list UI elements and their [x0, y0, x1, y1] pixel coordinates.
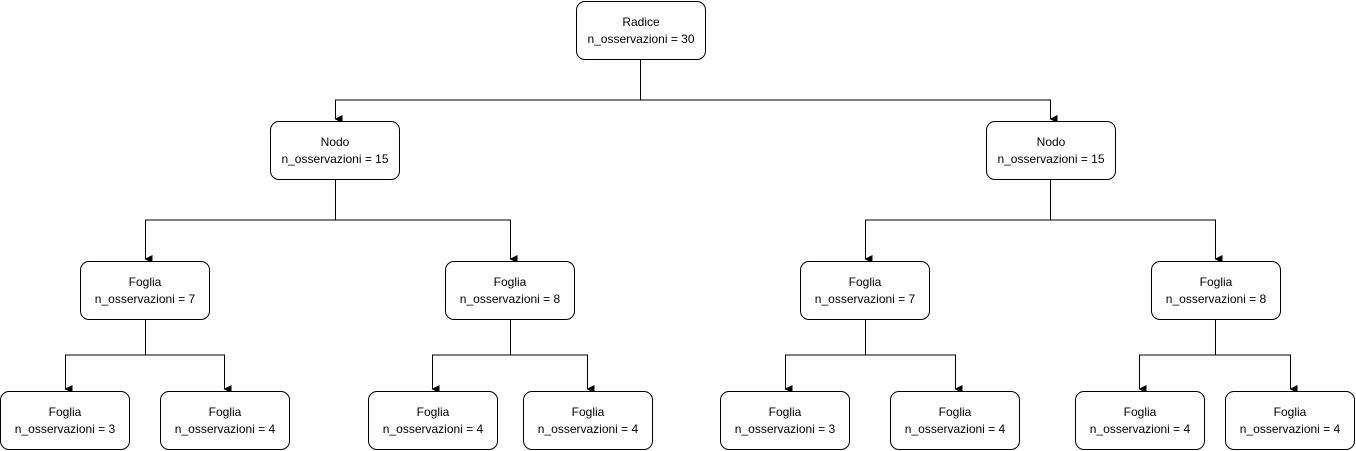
edge-l-leaf7-to-leaf-3	[64, 320, 146, 393]
leaf-node: Foglia n_osservazioni = 3	[720, 391, 850, 450]
right-internal-node: Nodo n_osservazioni = 15	[986, 121, 1116, 180]
node-title: Foglia	[208, 404, 242, 419]
leaf-node: Foglia n_osservazioni = 4	[160, 391, 290, 450]
edge-r-leaf7-to-leaf-3	[784, 320, 866, 393]
node-title: Foglia	[848, 274, 882, 289]
edge-right-node-to-leaf-7	[864, 180, 1051, 263]
leaf-node: Foglia n_osservazioni = 4	[890, 391, 1020, 450]
node-title: Foglia	[416, 404, 450, 419]
right-right-leaf-node: Foglia n_osservazioni = 8	[1151, 261, 1281, 320]
leaf-node: Foglia n_osservazioni = 4	[523, 391, 653, 450]
node-count: n_osservazioni = 4	[904, 421, 1006, 436]
node-title: Foglia	[1273, 404, 1307, 419]
edge-l-leaf8-to-leaf-4a	[431, 320, 511, 393]
node-title: Nodo	[1036, 134, 1066, 149]
node-count: n_osservazioni = 15	[997, 151, 1105, 166]
node-count: n_osservazioni = 7	[814, 291, 916, 306]
left-right-leaf-node: Foglia n_osservazioni = 8	[445, 261, 575, 320]
node-count: n_osservazioni = 7	[94, 291, 196, 306]
edge-root-to-right-node	[640, 99, 1058, 123]
edge-r-leaf8-to-leaf-4a	[1138, 320, 1216, 393]
edge-l-leaf8-to-leaf-4b	[510, 354, 595, 393]
node-count: n_osservazioni = 4	[537, 421, 639, 436]
left-left-leaf-node: Foglia n_osservazioni = 7	[80, 261, 210, 320]
node-count: n_osservazioni = 4	[174, 421, 276, 436]
root-node: Radice n_osservazioni = 30	[576, 1, 706, 60]
node-title: Foglia	[48, 404, 82, 419]
node-title: Foglia	[571, 404, 605, 419]
edge-root-to-left-node	[334, 60, 641, 123]
node-title: Foglia	[1123, 404, 1157, 419]
right-left-leaf-node: Foglia n_osservazioni = 7	[800, 261, 930, 320]
edge-left-node-to-leaf-8	[335, 219, 518, 263]
left-internal-node: Nodo n_osservazioni = 15	[270, 121, 400, 180]
edge-r-leaf8-to-leaf-4b	[1215, 354, 1298, 393]
edge-l-leaf7-to-leaf-4	[145, 354, 232, 393]
node-title: Foglia	[493, 274, 527, 289]
leaf-node: Foglia n_osservazioni = 3	[0, 391, 130, 450]
node-title: Radice	[622, 14, 660, 29]
edge-left-node-to-leaf-7	[144, 180, 336, 263]
node-title: Foglia	[938, 404, 972, 419]
leaf-node: Foglia n_osservazioni = 4	[1225, 391, 1355, 450]
node-title: Foglia	[768, 404, 802, 419]
edge-r-leaf7-to-leaf-4	[865, 354, 963, 393]
node-count: n_osservazioni = 4	[382, 421, 484, 436]
node-count: n_osservazioni = 3	[734, 421, 836, 436]
node-count: n_osservazioni = 3	[14, 421, 116, 436]
node-count: n_osservazioni = 4	[1089, 421, 1191, 436]
node-count: n_osservazioni = 4	[1239, 421, 1341, 436]
leaf-node: Foglia n_osservazioni = 4	[1075, 391, 1205, 450]
node-count: n_osservazioni = 15	[281, 151, 389, 166]
leaf-node: Foglia n_osservazioni = 4	[368, 391, 498, 450]
node-count: n_osservazioni = 8	[459, 291, 561, 306]
node-title: Foglia	[128, 274, 162, 289]
node-count: n_osservazioni = 8	[1165, 291, 1267, 306]
node-title: Nodo	[320, 134, 350, 149]
node-count: n_osservazioni = 30	[587, 31, 695, 46]
node-title: Foglia	[1199, 274, 1233, 289]
edge-right-node-to-leaf-8	[1050, 219, 1223, 263]
